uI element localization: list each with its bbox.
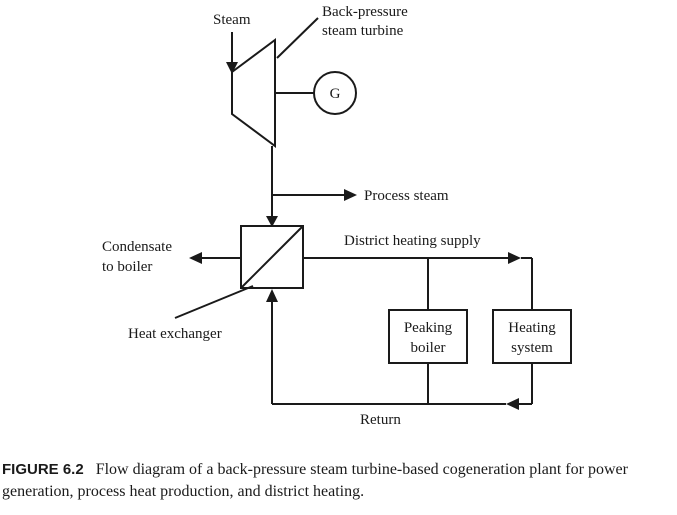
process-steam-branch: Process steam (272, 188, 449, 204)
process-steam-label: Process steam (364, 188, 449, 204)
condensate-label-line2: to boiler (102, 259, 152, 275)
heat-exchanger-label: Heat exchanger (128, 326, 222, 342)
district-heating-supply-line: District heating supply (303, 233, 533, 310)
figure-label: FIGURE 6.2 (2, 461, 84, 478)
turbine-label-line1: Back-pressure (322, 4, 408, 20)
steam-inlet: Steam (213, 12, 251, 74)
peaking-boiler-box (388, 309, 468, 364)
heating-system-label-line1: Heating (508, 320, 556, 336)
turbine-shape (231, 38, 276, 148)
turbine-exhaust-line (266, 146, 278, 227)
district-supply-label: District heating supply (344, 233, 481, 249)
process-steam-arrow (344, 189, 357, 201)
generator-label: G (330, 86, 341, 102)
heat-exchanger-leader-line (174, 285, 254, 319)
exhaust-arrow (266, 216, 278, 227)
return-label: Return (360, 412, 401, 428)
heating-system-box (492, 309, 572, 364)
condensate-label-line1: Condensate (102, 239, 172, 255)
return-up-arrow (266, 289, 278, 302)
generator: G (275, 71, 357, 115)
heat-exchanger-diagonal (240, 225, 304, 289)
figure-caption: FIGURE 6.2 Flow diagram of a back-pressu… (2, 459, 674, 503)
supply-arrow (508, 252, 521, 264)
steam-inlet-arrow (226, 62, 238, 74)
heating-system: Heating system (492, 309, 572, 364)
heating-system-label-line2: system (511, 340, 553, 356)
peaking-boiler: Peaking boiler (388, 309, 468, 364)
cogeneration-flow-diagram: Steam Back-pressure steam turbine G Proc… (102, 4, 572, 428)
generator-circle (313, 71, 357, 115)
back-pressure-steam-turbine: Back-pressure steam turbine (231, 4, 408, 148)
return-line: Return (266, 289, 533, 428)
peaking-boiler-label-line1: Peaking (404, 320, 453, 336)
return-arrow (506, 398, 519, 410)
turbine-label-line2: steam turbine (322, 23, 404, 39)
peaking-boiler-label-line2: boiler (411, 340, 446, 356)
figure-caption-text: Flow diagram of a back-pressure steam tu… (2, 461, 628, 500)
condensate-outlet: Condensate to boiler (102, 239, 241, 275)
turbine-leader-line (276, 17, 319, 59)
steam-label: Steam (213, 12, 251, 28)
condensate-arrow (189, 252, 202, 264)
